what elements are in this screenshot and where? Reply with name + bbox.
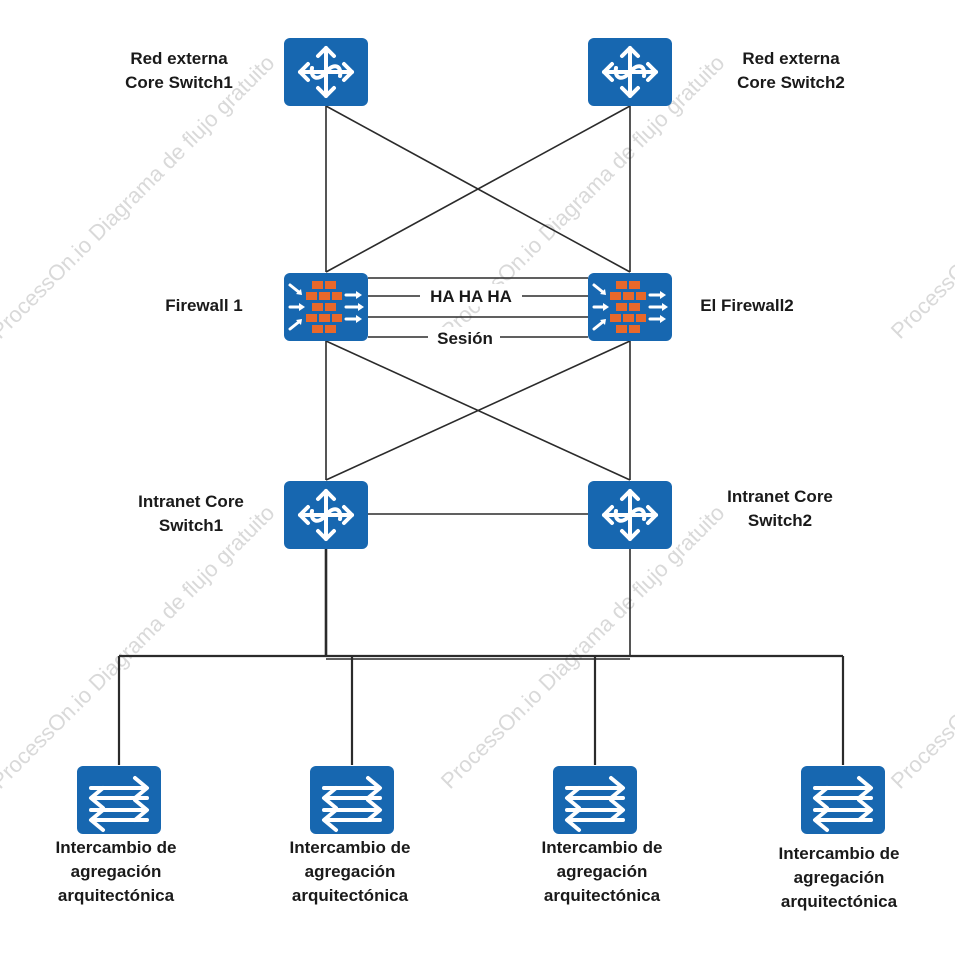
watermark-text: ProcessOn.io Diagrama de flujo gratuito xyxy=(0,500,279,794)
connections xyxy=(117,105,845,765)
label-aggregation-switch-2: Intercambio de agregación arquitectónica xyxy=(289,838,411,905)
switch-icon[interactable] xyxy=(551,764,639,836)
router-icon[interactable] xyxy=(586,479,674,551)
label-ext-core-switch1: Red externa Core Switch1 xyxy=(125,49,233,92)
label-firewall2: El Firewall2 xyxy=(700,296,794,315)
devices xyxy=(75,36,887,836)
link-ext2-fw1 xyxy=(325,105,631,273)
label-intranet-core-switch1: Intranet Core Switch1 xyxy=(138,492,244,535)
watermark-text: ProcessOn.io Diagrama de flujo gratuito xyxy=(886,50,955,344)
label-ext-core-switch2: Red externa Core Switch2 xyxy=(737,49,845,92)
edge-label-session: Sesión xyxy=(437,329,493,348)
label-aggregation-switch-1: Intercambio de agregación arquitectónica xyxy=(55,838,177,905)
switch-icon[interactable] xyxy=(75,764,163,836)
label-firewall1: Firewall 1 xyxy=(165,296,243,315)
switch-icon[interactable] xyxy=(308,764,396,836)
router-icon[interactable] xyxy=(586,36,674,108)
watermark-text: ProcessOn.io Diagrama de flujo gratuito xyxy=(886,500,955,794)
label-aggregation-switch-4: Intercambio de agregación arquitectónica xyxy=(778,844,900,911)
link-fw2-int1 xyxy=(325,340,631,481)
firewall-icon[interactable] xyxy=(282,271,370,343)
label-aggregation-switch-3: Intercambio de agregación arquitectónica xyxy=(541,838,663,905)
firewall-icon[interactable] xyxy=(586,271,674,343)
watermark-text: ProcessOn.io Diagrama de flujo gratuito xyxy=(436,500,730,794)
label-intranet-core-switch2: Intranet Core Switch2 xyxy=(727,487,833,530)
switch-icon[interactable] xyxy=(799,764,887,836)
router-icon[interactable] xyxy=(282,479,370,551)
router-icon[interactable] xyxy=(282,36,370,108)
edge-label-ha: HA HA HA xyxy=(430,287,512,306)
